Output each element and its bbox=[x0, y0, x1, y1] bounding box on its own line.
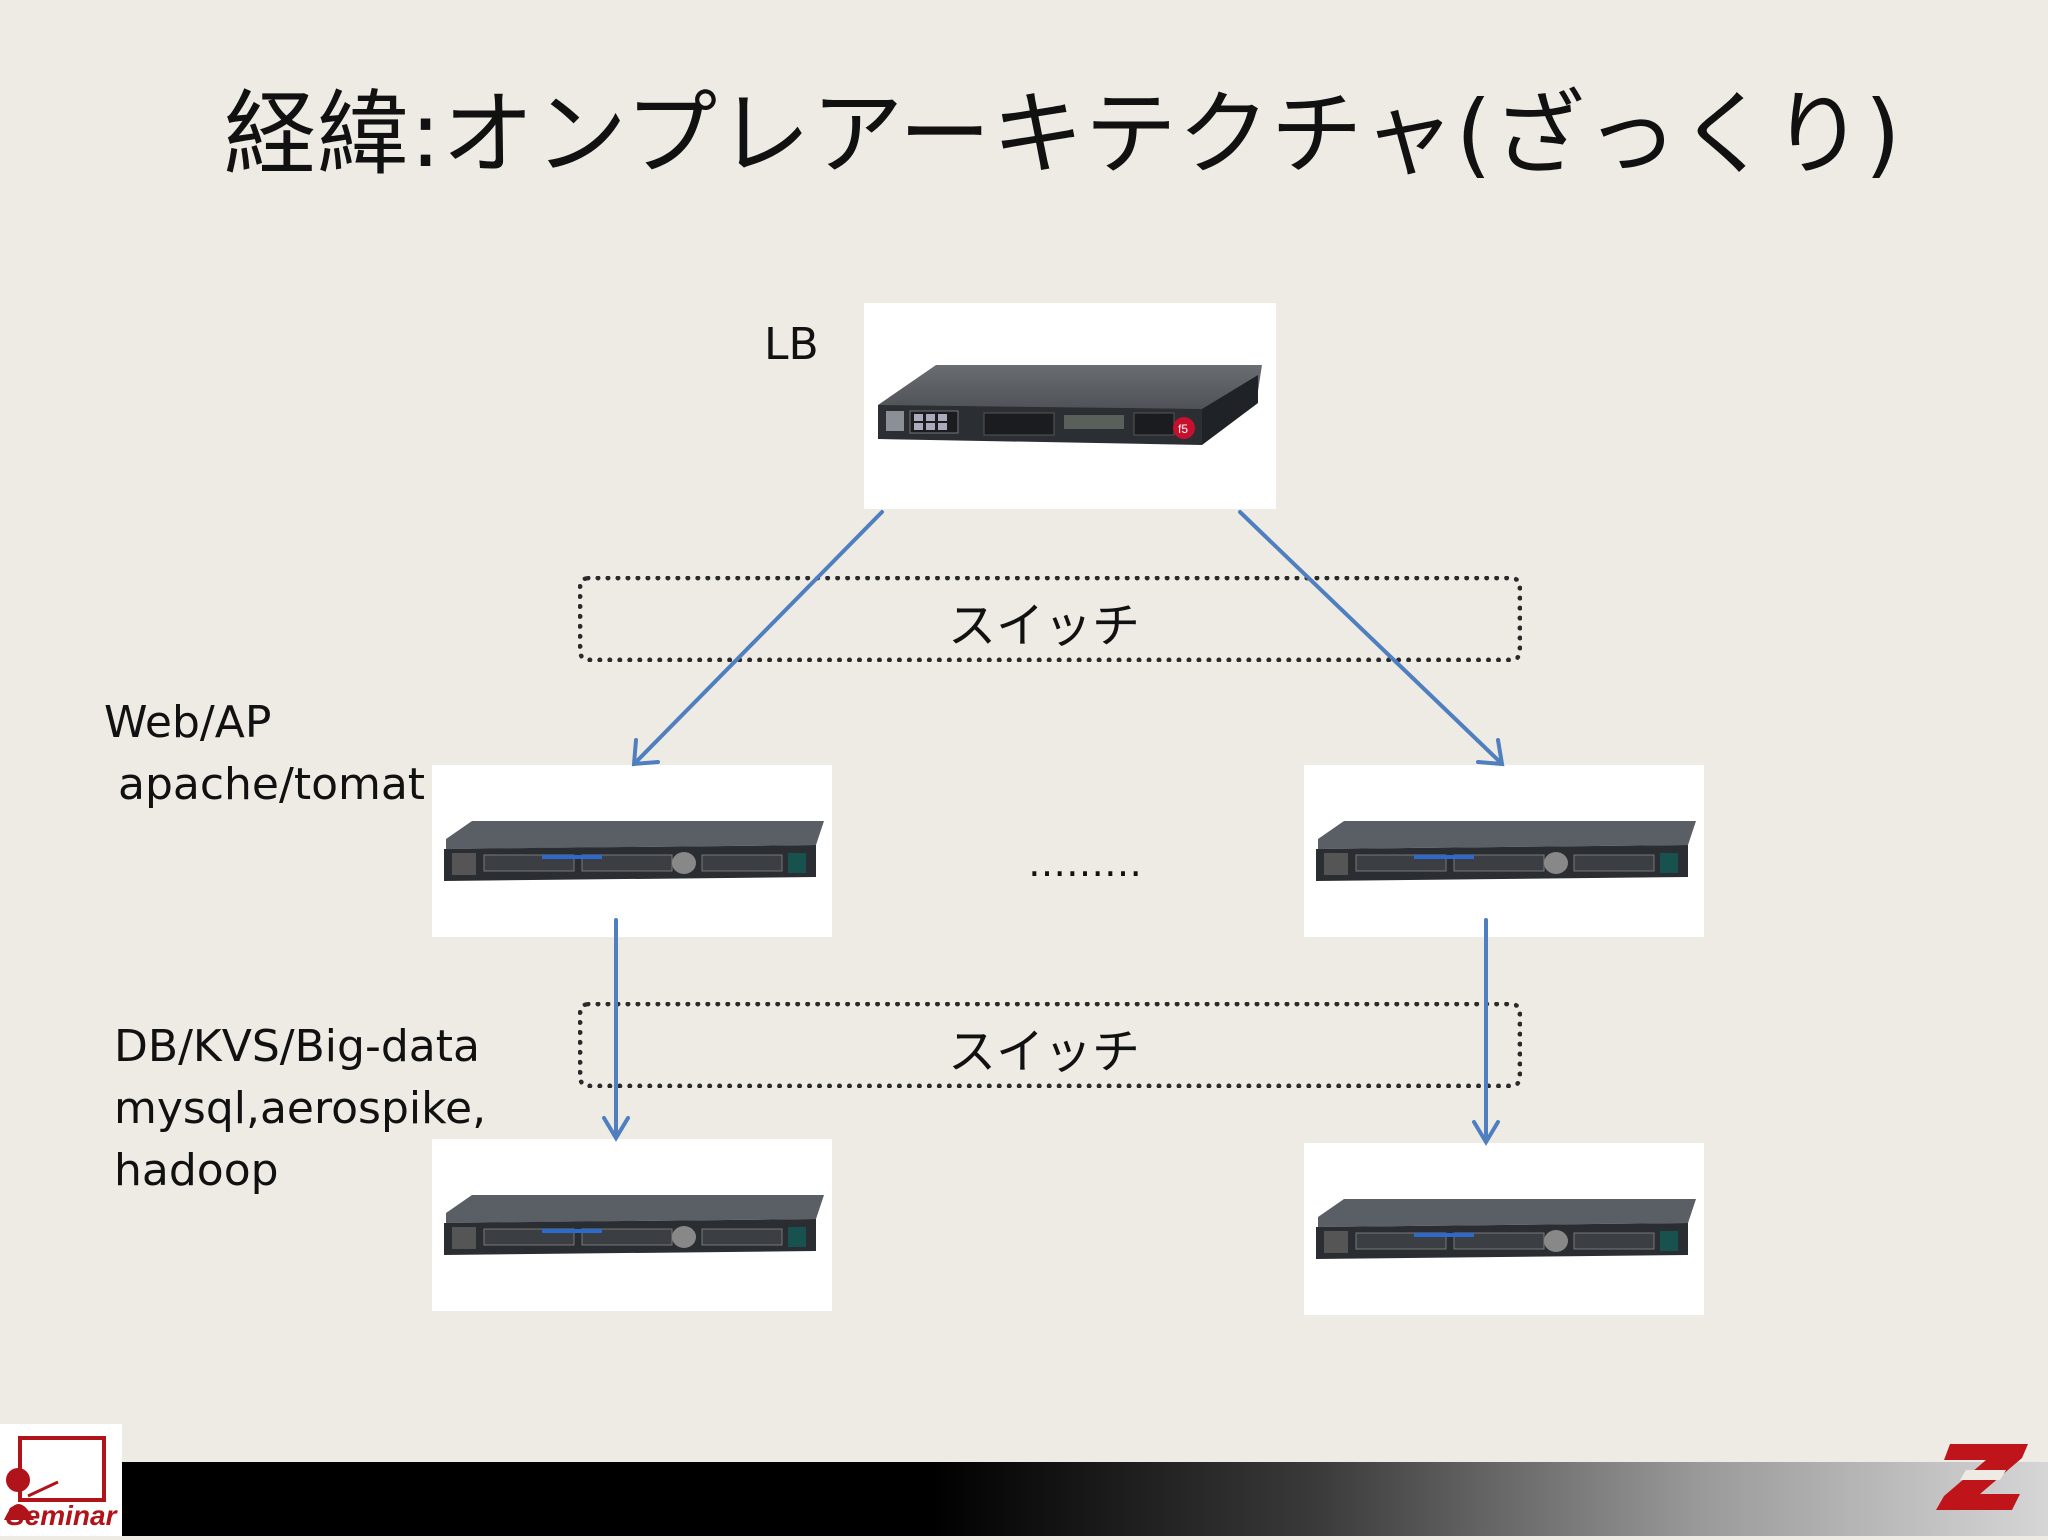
web-ap-label-line1: Web/AP bbox=[104, 697, 272, 748]
web-ap-label: Web/AP apache/tomat bbox=[104, 692, 425, 816]
rack-server-icon bbox=[1304, 765, 1704, 937]
load-balancer-appliance-icon: f5 bbox=[864, 303, 1276, 509]
lb-label: LB bbox=[764, 319, 819, 370]
db-label-line2: mysql,aerospike, bbox=[114, 1083, 487, 1134]
more-servers-ellipsis: ……… bbox=[1028, 841, 1142, 885]
db-label-line3: hadoop bbox=[114, 1145, 279, 1196]
z-brand-logo bbox=[1936, 1436, 2036, 1516]
arrowhead-db-right bbox=[1472, 1120, 1500, 1146]
seminar-logo-text: Seminar bbox=[6, 1500, 117, 1531]
arrowhead-web-left bbox=[631, 738, 660, 767]
footer-bar bbox=[122, 1462, 2048, 1536]
arrow-lb-to-web-right bbox=[1238, 510, 1502, 764]
db-label: DB/KVS/Big-data mysql,aerospike, hadoop bbox=[114, 1016, 486, 1202]
lower-switch-label: スイッチ bbox=[948, 1024, 1141, 1080]
upper-switch-box bbox=[578, 576, 1522, 662]
upper-switch-label: スイッチ bbox=[948, 598, 1141, 654]
arrow-lb-to-web-left bbox=[634, 510, 884, 764]
slide-title: 経緯:オンプレアーキテクチャ(ざっくり) bbox=[224, 81, 1902, 188]
arrowhead-db-left bbox=[602, 1116, 630, 1142]
seminar-presenter-logo: Seminar bbox=[0, 1424, 122, 1536]
db-label-line1: DB/KVS/Big-data bbox=[114, 1021, 480, 1072]
svg-text:f5: f5 bbox=[1178, 422, 1188, 436]
rack-server-icon bbox=[1304, 1143, 1704, 1315]
web-ap-label-line2: apache/tomat bbox=[104, 759, 426, 810]
rack-server-icon bbox=[432, 765, 832, 937]
arrowhead-web-right bbox=[1476, 738, 1505, 767]
lower-switch-box bbox=[578, 1002, 1522, 1088]
rack-server-icon bbox=[432, 1139, 832, 1311]
